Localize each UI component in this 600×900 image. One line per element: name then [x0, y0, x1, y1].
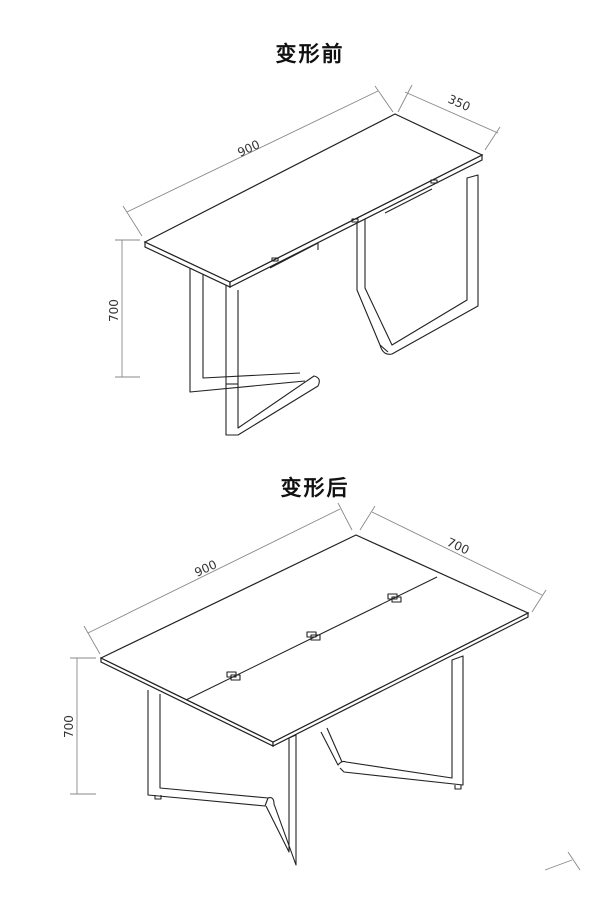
hinge-icon — [306, 631, 321, 641]
dim-height-label: 700 — [107, 299, 121, 322]
right-leg-before — [356, 174, 479, 355]
hinge-icon — [351, 218, 359, 223]
dim-length-label: 900 — [192, 557, 219, 579]
hinge-icon — [430, 179, 438, 184]
dim-depth-label: 350 — [446, 92, 473, 114]
dim-length-label: 900 — [235, 137, 262, 159]
table-after-drawing: 900 700 700 — [62, 502, 581, 871]
table-before-drawing: 900 350 700 — [107, 84, 501, 436]
dimension-height-after: 700 — [62, 657, 96, 795]
hinge-icon — [387, 593, 402, 603]
partial-dimension-mark — [544, 851, 581, 871]
right-leg-after — [320, 655, 464, 790]
before-title: 变形前 — [275, 42, 345, 66]
after-title: 变形后 — [280, 476, 350, 500]
tabletop-before — [143, 113, 484, 288]
hinge-icon — [271, 257, 279, 262]
left-leg-before — [189, 268, 320, 436]
hinge-icon — [226, 671, 241, 681]
tabletop-after — [99, 534, 530, 747]
dim-height-label: 700 — [62, 715, 76, 738]
dimension-height-before: 700 — [107, 239, 140, 378]
